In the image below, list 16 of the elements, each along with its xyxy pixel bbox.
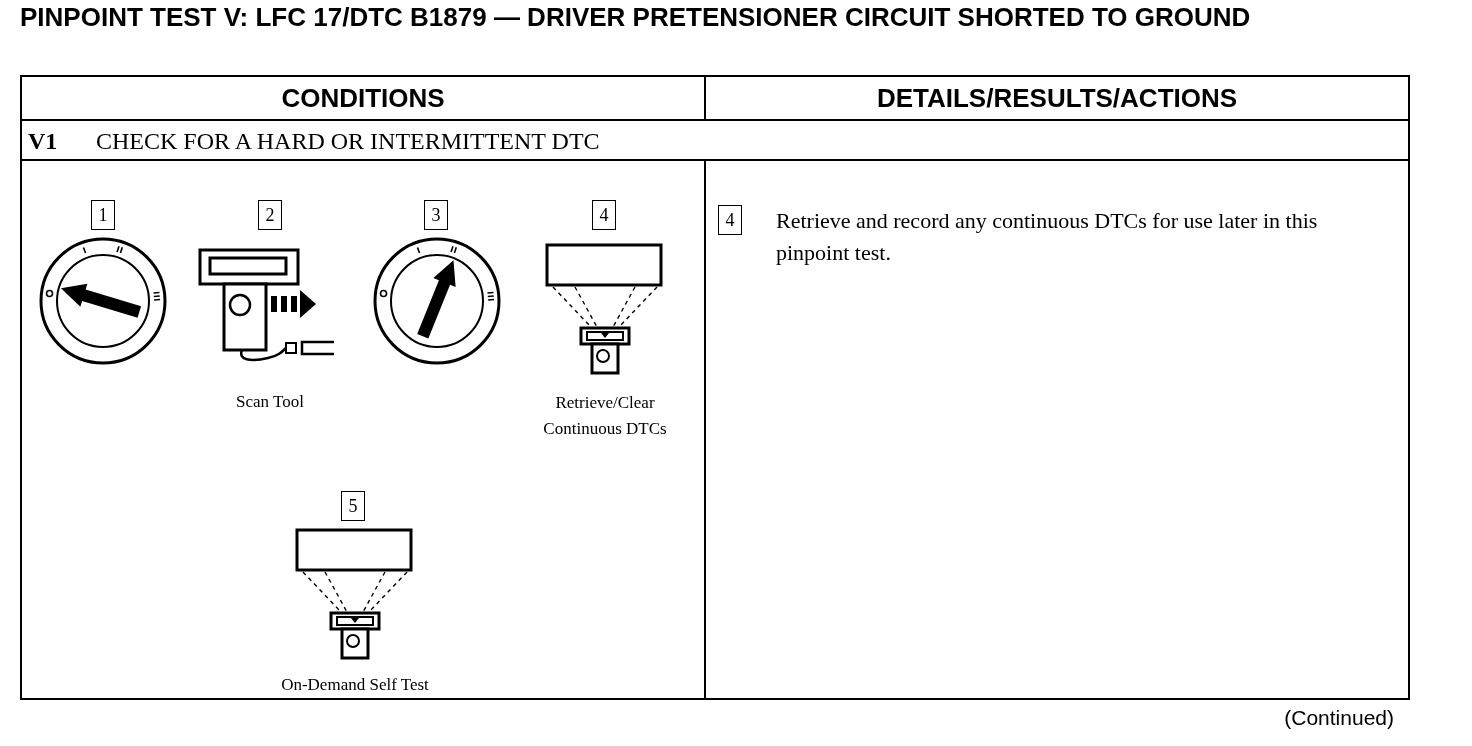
step-number-box: 4 xyxy=(718,205,742,235)
figure-caption: Scan Tool xyxy=(235,391,305,413)
instruction-text: Retrieve and record any continuous DTCs for use later in this pinpoint test. xyxy=(776,207,1319,267)
step-number: V1 xyxy=(28,127,58,155)
step-number-box: 2 xyxy=(258,200,282,230)
figure-caption: On-Demand Self Test xyxy=(280,674,430,696)
step-number-box: 5 xyxy=(341,491,365,521)
column-header: CONDITIONS xyxy=(280,82,446,114)
page-title: PINPOINT TEST V: LFC 17/DTC B1879 — DRIVER PRETENSIONER CIRCUIT SHORTED TO GROUND xyxy=(20,4,1252,30)
step-number-box: 4 xyxy=(592,200,616,230)
step-number-box: 3 xyxy=(424,200,448,230)
step-number-box: 1 xyxy=(91,200,115,230)
figure-caption: Retrieve/Clear Continuous DTCs xyxy=(542,392,668,440)
continued-note: (Continued) xyxy=(1284,706,1394,730)
step-heading: CHECK FOR A HARD OR INTERMITTENT DTC xyxy=(96,127,600,155)
column-header: DETAILS/RESULTS/ACTIONS xyxy=(875,82,1239,114)
